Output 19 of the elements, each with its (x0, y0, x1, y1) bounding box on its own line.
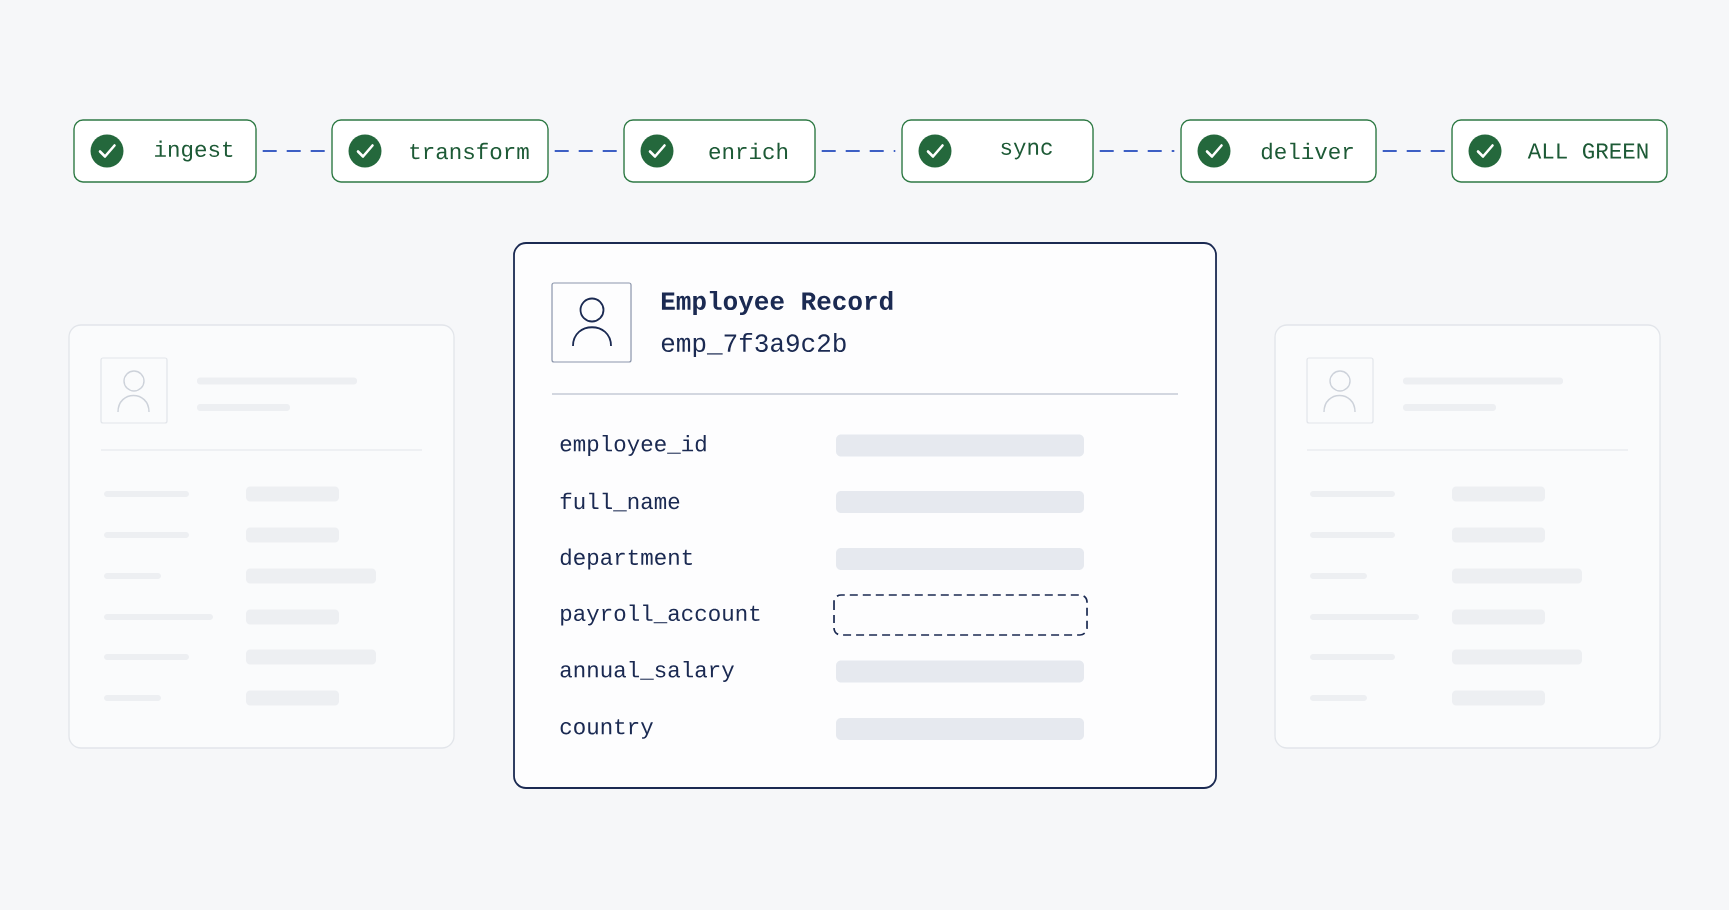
field-label: annual_salary (560, 661, 734, 682)
field-label: employee_id (560, 435, 706, 456)
field-label: country (560, 719, 653, 739)
field-label: full_name (560, 492, 680, 512)
dashed-connector (820, 150, 897, 152)
step-box: transform (331, 119, 549, 183)
step-box: enrich (623, 119, 816, 183)
field-label: department (560, 548, 692, 570)
card-title: Employee Record (661, 290, 893, 316)
dashed-connector (553, 150, 619, 152)
step-box: sync (901, 119, 1094, 183)
dashed-connector (1381, 150, 1447, 152)
step-box: ingest (73, 119, 257, 183)
record-id: emp_7f3a9c2b (661, 332, 846, 358)
step-box: deliver (1180, 119, 1377, 183)
field-label: payroll_account (561, 604, 760, 626)
dashed-connector (261, 150, 327, 152)
step-box: ALL GREEN (1451, 119, 1668, 183)
dashed-connector (1098, 150, 1176, 152)
